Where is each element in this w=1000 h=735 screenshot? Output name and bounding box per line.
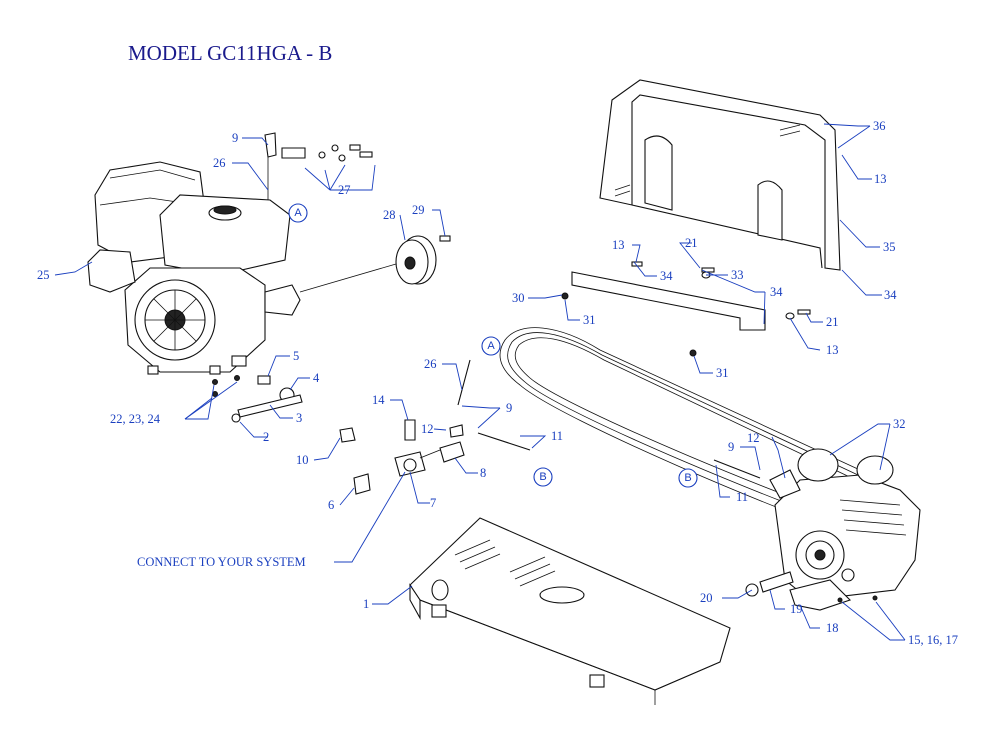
- connector-a-fitting: A: [481, 336, 501, 356]
- callout-1: 1: [363, 597, 369, 611]
- callout-2: 2: [263, 430, 269, 444]
- base-plate: [409, 517, 731, 705]
- belt-guard: [599, 79, 841, 271]
- bubble-label: B: [684, 472, 691, 484]
- callout-34: 34: [660, 269, 673, 283]
- callout-5: 5: [293, 349, 299, 363]
- callout-11: 11: [736, 490, 748, 504]
- callout-33: 33: [731, 268, 744, 282]
- diagram-title: MODEL GC11HGA - B: [128, 41, 332, 65]
- callout-21: 21: [826, 315, 839, 329]
- callout-20: 20: [700, 591, 713, 605]
- callout-11: 11: [551, 429, 563, 443]
- callout-13: 13: [874, 172, 887, 186]
- callout-34: 34: [770, 285, 783, 299]
- callout-27: 27: [338, 183, 351, 197]
- compressor-pump: [769, 448, 921, 611]
- bubble-label: A: [487, 340, 495, 352]
- callout-18: 18: [826, 621, 839, 635]
- callout-26: 26: [213, 156, 226, 170]
- callouts: 9 26 27 25 28 29 5 4 3 2 22, 23, 24 10 6…: [37, 119, 958, 647]
- guard-brackets: [561, 261, 811, 357]
- callout-29: 29: [412, 203, 425, 217]
- callout-21: 21: [685, 236, 698, 250]
- connector-a-engine: A: [288, 203, 308, 223]
- callout-28: 28: [383, 208, 396, 222]
- connector-b-fitting: B: [533, 467, 553, 487]
- callout-12: 12: [421, 422, 434, 436]
- engine-pulley: [299, 235, 451, 293]
- connect-to-your-system-label: CONNECT TO YOUR SYSTEM: [137, 555, 306, 569]
- callout-8: 8: [480, 466, 486, 480]
- bubble-label: B: [539, 471, 546, 483]
- engine: [87, 161, 301, 375]
- throttle-linkage: [264, 132, 373, 200]
- callout-14: 14: [372, 393, 385, 407]
- callout-9: 9: [232, 131, 238, 145]
- callout-25: 25: [37, 268, 50, 282]
- leader-lines: [54, 123, 906, 641]
- callout-36: 36: [873, 119, 886, 133]
- callout-34: 34: [884, 288, 897, 302]
- callout-35: 35: [883, 240, 896, 254]
- callout-31: 31: [716, 366, 729, 380]
- callout-26: 26: [424, 357, 437, 371]
- pump-fittings: [713, 459, 878, 603]
- callout-13: 13: [612, 238, 625, 252]
- callout-30: 30: [512, 291, 525, 305]
- callout-13: 13: [826, 343, 839, 357]
- bubble-label: A: [294, 207, 302, 219]
- callout-32: 32: [893, 417, 906, 431]
- callout-3: 3: [296, 411, 302, 425]
- callout-12: 12: [747, 431, 760, 445]
- callout-15-16-17: 15, 16, 17: [908, 633, 958, 647]
- fittings-group: [212, 359, 531, 495]
- callout-4: 4: [313, 371, 320, 385]
- callout-9: 9: [506, 401, 512, 415]
- callout-31: 31: [583, 313, 596, 327]
- connector-b-pump: B: [678, 468, 698, 488]
- callout-19: 19: [790, 602, 803, 616]
- callout-22-23-24: 22, 23, 24: [110, 412, 161, 426]
- callout-9: 9: [728, 440, 734, 454]
- callout-6: 6: [328, 498, 334, 512]
- callout-10: 10: [296, 453, 309, 467]
- callout-7: 7: [430, 496, 436, 510]
